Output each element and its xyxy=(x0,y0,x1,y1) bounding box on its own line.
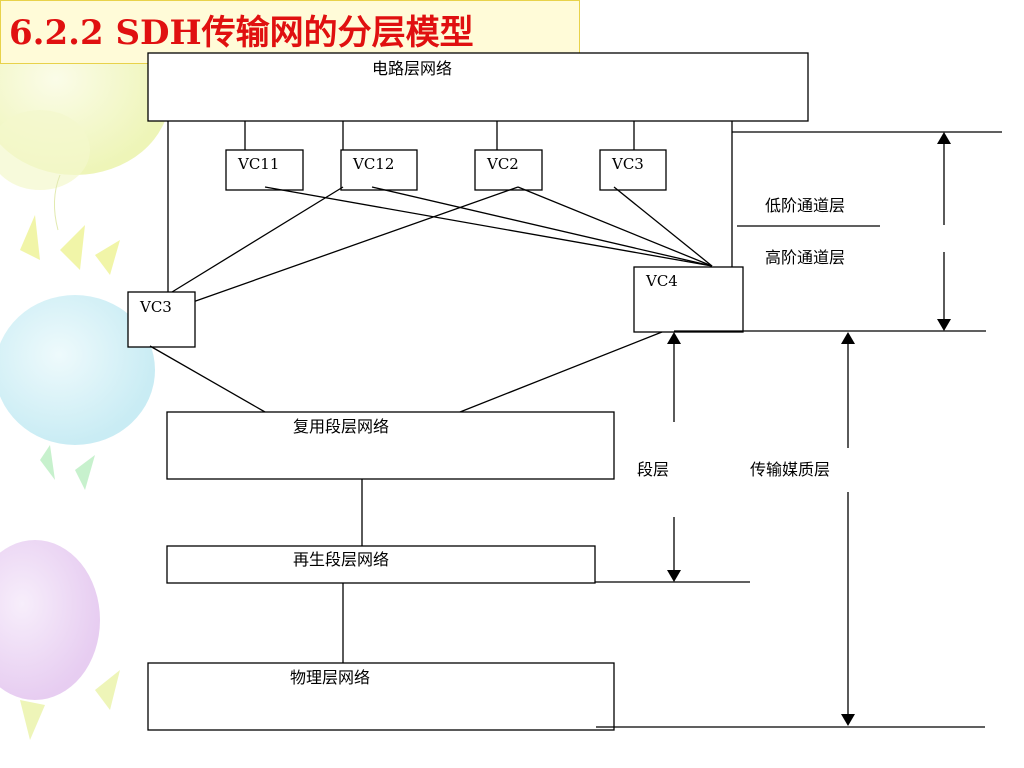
arrow-up-icon xyxy=(841,332,855,344)
vc2-box xyxy=(474,149,543,191)
vc3-left-box xyxy=(127,291,196,348)
connector-line xyxy=(371,186,713,267)
connector-line xyxy=(613,186,713,267)
vc12-box xyxy=(340,149,418,191)
arrow-down-icon xyxy=(937,319,951,331)
low-order-path-label: 低阶通道层 xyxy=(765,196,845,215)
section-layer-label: 段层 xyxy=(637,460,669,479)
vc12-label: VC12 xyxy=(352,155,394,173)
arrow-up-icon xyxy=(937,132,951,144)
vc4-label: VC4 xyxy=(645,272,678,290)
high-order-path-label: 高阶通道层 xyxy=(765,248,845,267)
regenerator-section-label: 再生段层网络 xyxy=(293,550,389,569)
arrow-up-icon xyxy=(667,332,681,344)
vc3-top-label: VC3 xyxy=(611,155,644,173)
connector-line xyxy=(189,186,519,304)
vc4-box xyxy=(633,266,744,333)
multiplex-section-box xyxy=(166,411,615,480)
connector-line xyxy=(459,331,663,413)
arrow-down-icon xyxy=(667,570,681,582)
multiplex-section-label: 复用段层网络 xyxy=(293,417,389,436)
vc11-label: VC11 xyxy=(237,155,279,173)
connector-line xyxy=(517,186,713,267)
regenerator-section-box xyxy=(166,545,596,584)
transmission-media-label: 传输媒质层 xyxy=(750,460,830,479)
arrow-down-icon xyxy=(841,714,855,726)
physical-layer-label: 物理层网络 xyxy=(290,668,370,687)
circuit-layer-label: 电路层网络 xyxy=(372,59,452,78)
connector-line xyxy=(264,186,713,267)
vc2-label: VC2 xyxy=(486,155,519,173)
vc11-box xyxy=(225,149,304,191)
vc3-top-box xyxy=(599,149,667,191)
vc3-left-label: VC3 xyxy=(139,298,172,316)
circuit-layer-box xyxy=(147,52,809,122)
connector-line xyxy=(171,186,344,293)
physical-layer-box xyxy=(147,662,615,731)
connector-line xyxy=(149,345,266,413)
